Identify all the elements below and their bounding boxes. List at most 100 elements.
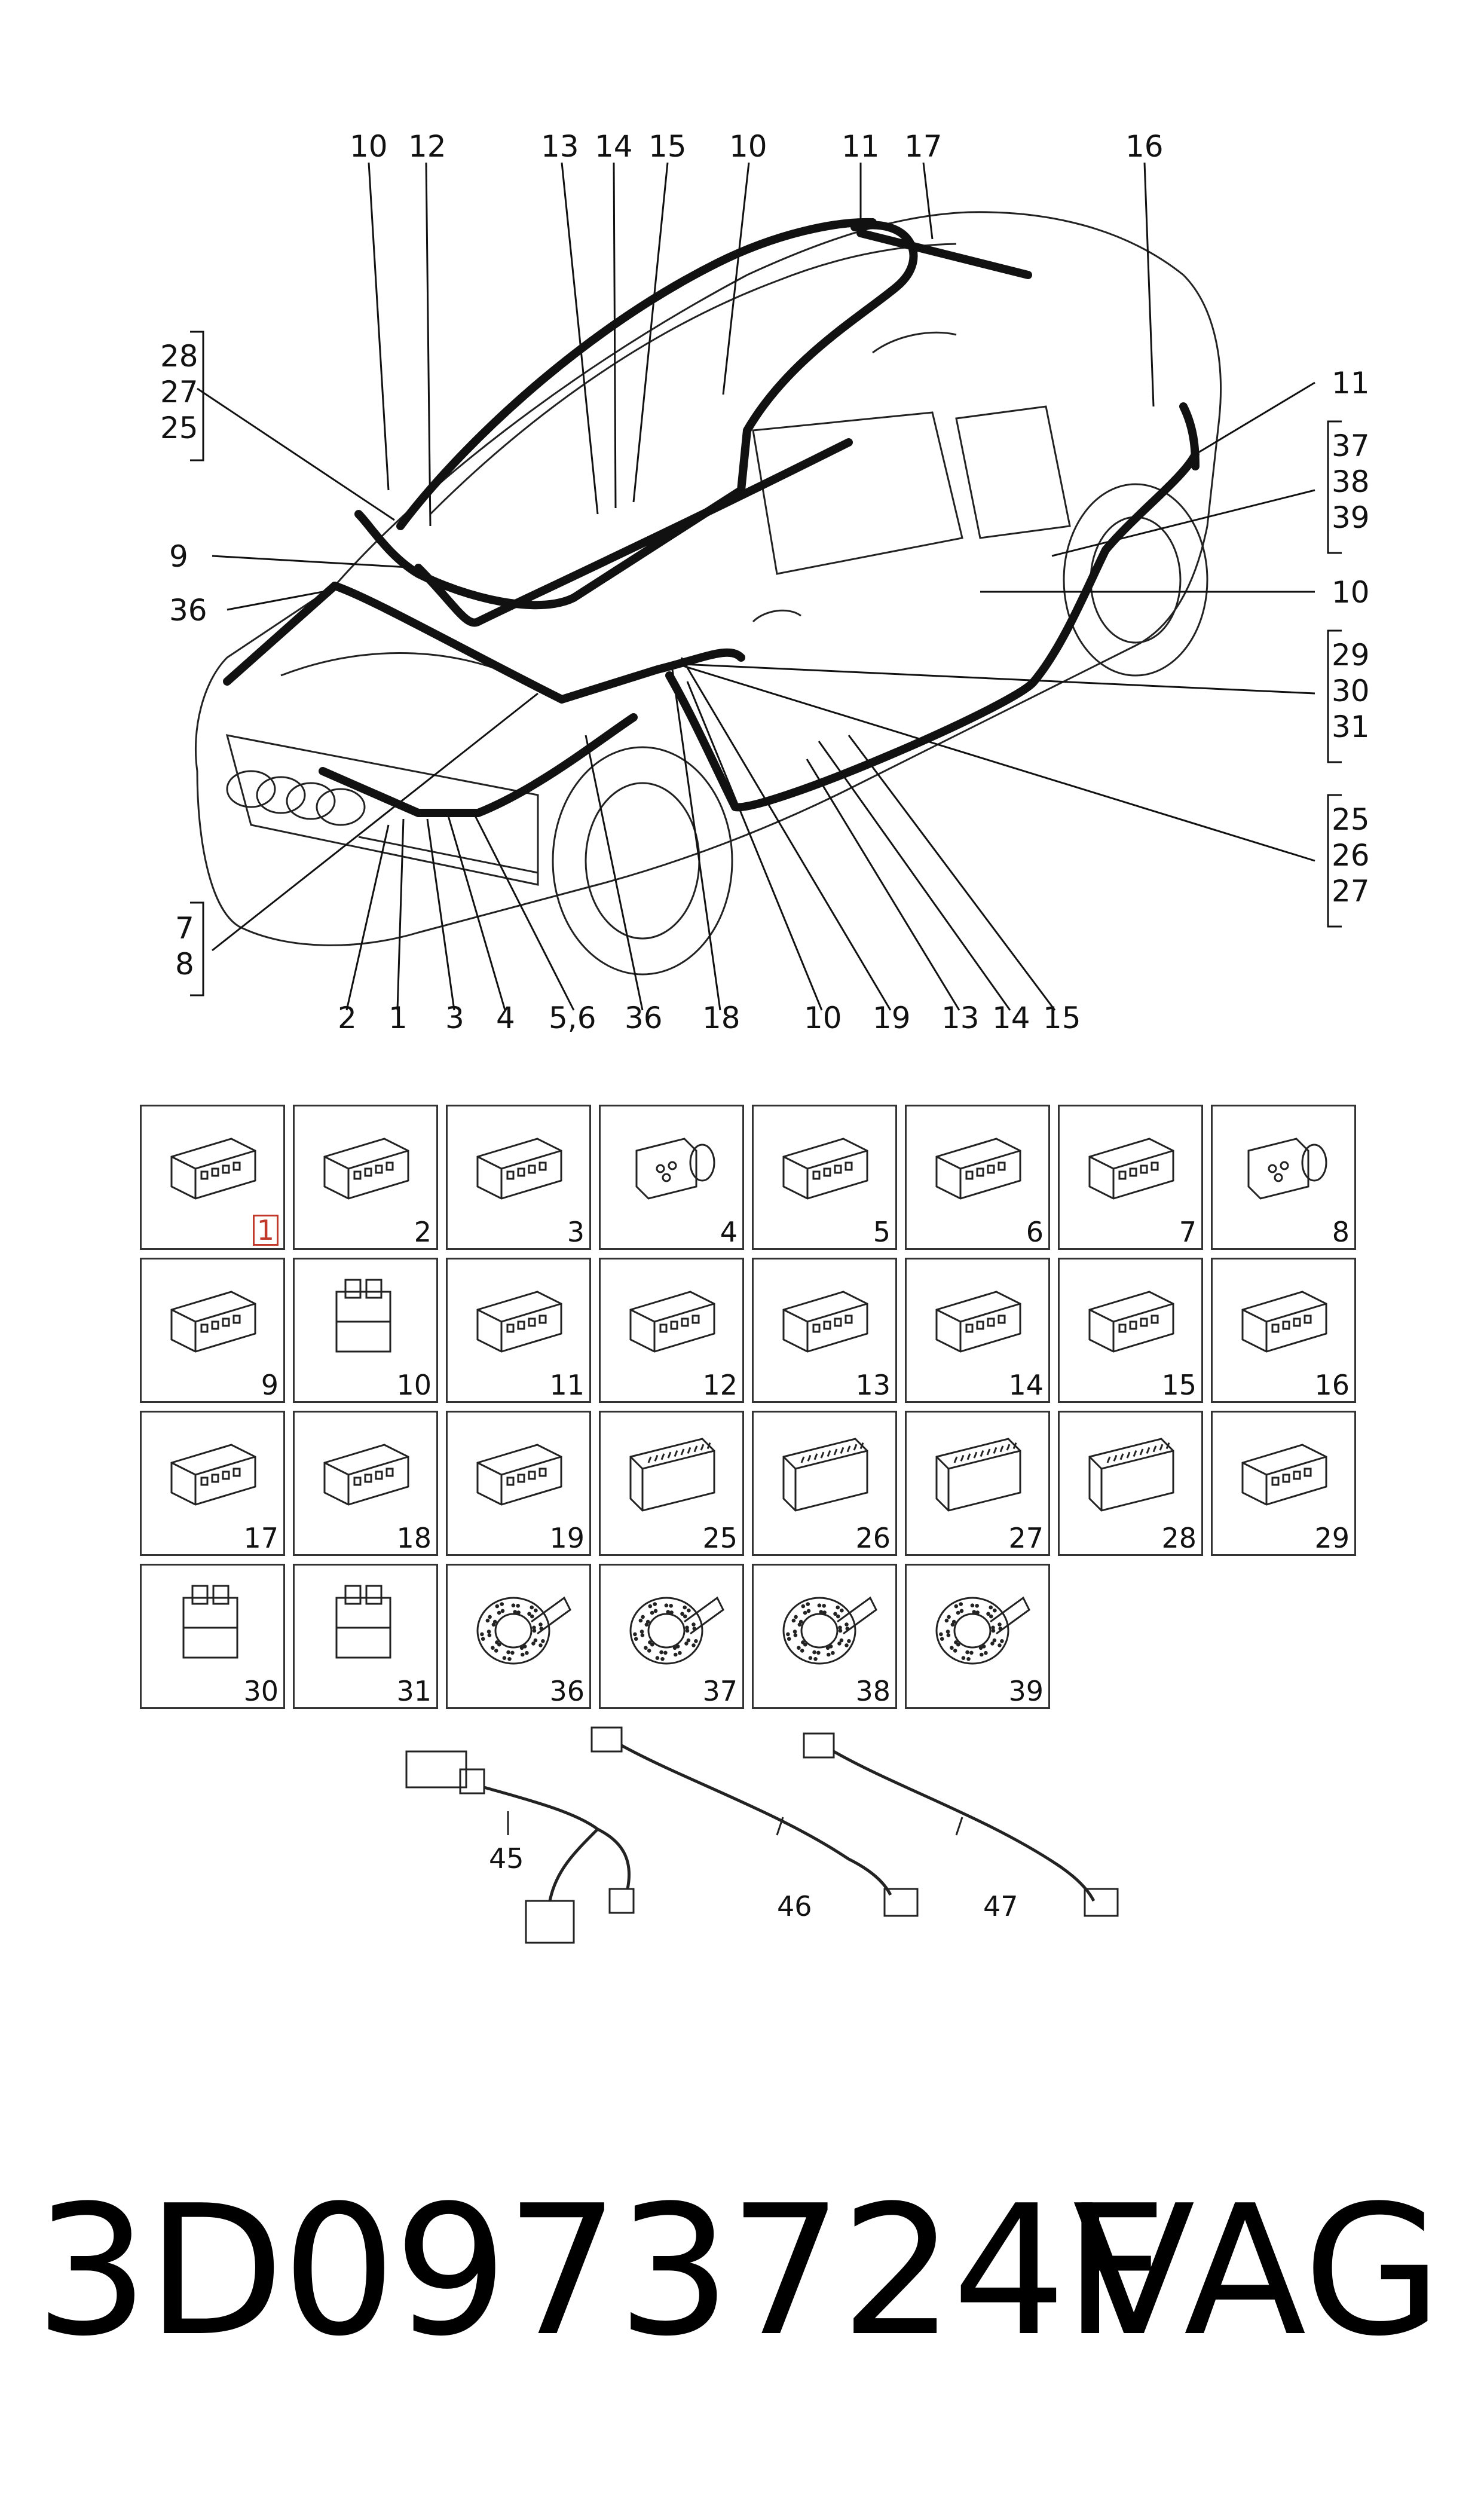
connector-number: 26 (855, 1522, 891, 1554)
connector-cell-2: 2 (293, 1105, 438, 1250)
sensor-lead-icon-2: 47 (803, 1732, 1119, 1922)
connector-cell-25: 25 (599, 1411, 744, 1556)
callout-left-g2-2: 8 (175, 947, 194, 982)
callout-top-6: 10 (729, 129, 767, 164)
connector-cell-12: 12 (599, 1258, 744, 1403)
connector-cell-28: 28 (1058, 1411, 1203, 1556)
cable-label-45: 45 (489, 1842, 524, 1875)
callout-bottom-3: 3 (445, 1001, 464, 1035)
connector-cell-16: 16 (1211, 1258, 1356, 1403)
connector-number: 38 (855, 1675, 891, 1707)
grommet-oval-icon (629, 1596, 724, 1665)
connector-number: 16 (1314, 1369, 1350, 1401)
connector-cell-19: 19 (446, 1411, 591, 1556)
callout-bottom-12: 15 (1043, 1001, 1081, 1035)
connector-cell-14: 14 (905, 1258, 1050, 1403)
callout-labels: 10 12 13 14 15 10 11 17 16 28 27 25 9 36… (160, 129, 1370, 1035)
connector-number: 27 (1008, 1522, 1044, 1554)
connector-inline-single-icon (323, 1444, 409, 1506)
connector-cell-3: 3 (446, 1105, 591, 1250)
connector-cell-6: 6 (905, 1105, 1050, 1250)
connector-number: 18 (396, 1522, 432, 1554)
connector-number: 19 (549, 1522, 585, 1554)
connector-cell-37: 37 (599, 1564, 744, 1709)
callout-left-g1-1: 28 (160, 339, 198, 374)
connector-number: 1 (252, 1215, 279, 1246)
callout-bottom-5: 5,6 (549, 1001, 596, 1035)
connector-number: 15 (1161, 1369, 1197, 1401)
connector-6pin-locking-icon (935, 1138, 1021, 1200)
connector-number: 13 (855, 1369, 891, 1401)
callout-bottom-8: 10 (804, 1001, 842, 1035)
relay-socket-icon (335, 1279, 391, 1353)
connector-cell-10: 10 (293, 1258, 438, 1403)
connector-cell-38: 38 (752, 1564, 897, 1709)
callout-right-11: 11 (1332, 366, 1370, 401)
callout-top-4: 14 (595, 129, 633, 164)
connector-number: 9 (261, 1369, 279, 1401)
connector-number: 5 (873, 1216, 891, 1248)
callout-bottom-1: 2 (338, 1001, 357, 1035)
connector-number: 29 (1314, 1522, 1350, 1554)
connector-number: 30 (243, 1675, 279, 1707)
connector-cell-7: 7 (1058, 1105, 1203, 1250)
callout-right-g1-1: 37 (1332, 429, 1370, 463)
connector-inline-pair-icon (170, 1444, 256, 1506)
connector-multipin-strip-icon (935, 1438, 1021, 1512)
callout-right-g1-3: 39 (1332, 500, 1370, 535)
callout-left-g1-2: 27 (160, 375, 198, 409)
connector-number: 4 (720, 1216, 738, 1248)
connector-cell-30: 30 (140, 1564, 285, 1709)
callout-top-9: 16 (1125, 129, 1164, 164)
grommet-rectangular-icon (782, 1596, 877, 1665)
callout-top-2: 12 (408, 129, 446, 164)
connector-number: 31 (396, 1675, 432, 1707)
connector-multipin-housing-icon (170, 1291, 256, 1353)
connector-cell-11: 11 (446, 1258, 591, 1403)
callout-right-g3-2: 26 (1332, 838, 1370, 873)
callout-top-3: 13 (541, 129, 579, 164)
callout-right-g2-1: 29 (1332, 638, 1370, 672)
connector-cell-27: 27 (905, 1411, 1050, 1556)
brand-name: VAG (1072, 2167, 1442, 2376)
connector-terminal-strip-icon (935, 1291, 1021, 1353)
connector-cell-36: 36 (446, 1564, 591, 1709)
callout-right-g2-3: 31 (1332, 710, 1370, 744)
part-number: 3D0973724F (35, 2167, 1167, 2376)
callout-left-9: 9 (169, 539, 188, 574)
callout-right-10: 10 (1332, 575, 1370, 610)
callout-left-g2-1: 7 (175, 911, 194, 946)
connector-number: 36 (549, 1675, 585, 1707)
callout-left-g1-3: 25 (160, 411, 198, 445)
connector-number: 37 (702, 1675, 738, 1707)
connector-cell-26: 26 (752, 1411, 897, 1556)
connector-square-socket-icon (782, 1291, 868, 1353)
connector-number: 25 (702, 1522, 738, 1554)
connector-number: 11 (549, 1369, 585, 1401)
connector-carrier-frame-icon (1241, 1291, 1327, 1353)
callout-top-7: 11 (842, 129, 880, 164)
callout-brackets (190, 331, 1342, 996)
connector-cell-15: 15 (1058, 1258, 1203, 1403)
cable-label-46: 46 (777, 1890, 812, 1922)
connector-multipin-strip-icon (629, 1438, 715, 1512)
connector-cell-17: 17 (140, 1411, 285, 1556)
connector-number: 8 (1332, 1216, 1350, 1248)
leader-lines (197, 162, 1315, 1011)
callout-right-g3-3: 27 (1332, 874, 1370, 909)
connector-cell-4: 4 (599, 1105, 744, 1250)
connector-6pin-flat-icon (782, 1138, 868, 1200)
connector-3pin-icon (323, 1138, 409, 1200)
connector-number: 3 (567, 1216, 585, 1248)
connector-number: 6 (1026, 1216, 1044, 1248)
callout-bottom-4: 4 (496, 1001, 515, 1035)
connector-round-3pin-icon (1247, 1138, 1327, 1200)
callout-top-8: 17 (904, 129, 943, 164)
callout-bottom-2: 1 (388, 1001, 408, 1035)
connector-number: 7 (1179, 1216, 1197, 1248)
wiring-harness (223, 218, 1200, 817)
callout-bottom-7: 18 (702, 1001, 741, 1035)
connector-cell-29: 29 (1211, 1411, 1356, 1556)
connector-round-4pin-icon (635, 1138, 715, 1200)
callout-top-1: 10 (350, 129, 388, 164)
